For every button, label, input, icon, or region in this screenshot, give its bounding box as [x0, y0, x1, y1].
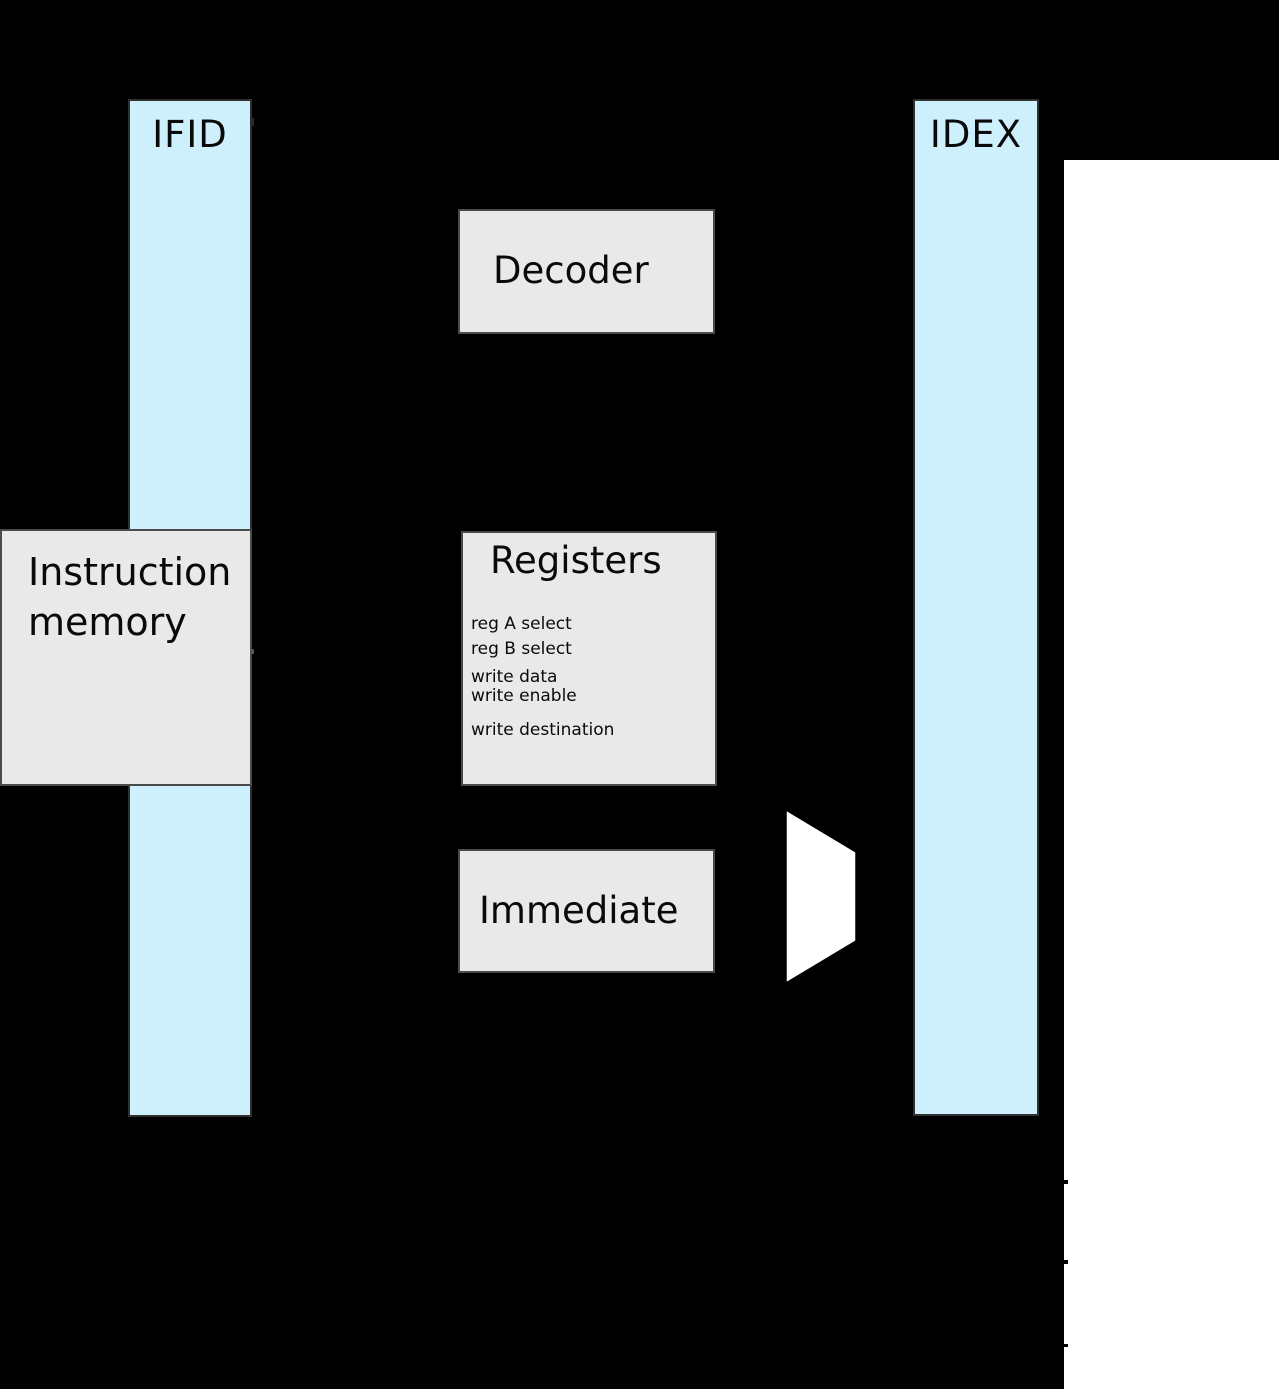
registers-port-reg-a-select: reg A select [471, 614, 572, 634]
wire-stub-panel-middle [1064, 1260, 1068, 1264]
wire-stub-instruction-memory-edge [250, 649, 254, 654]
registers-port-write-enable: write enable [471, 686, 577, 706]
registers-block: Registers reg A select reg B select writ… [461, 531, 717, 786]
registers-title: Registers [490, 539, 662, 582]
idex-pipeline-register-bar: IDEX [913, 99, 1039, 1116]
ifid-label: IFID [152, 113, 228, 156]
wire-stub-panel-top [1064, 1180, 1068, 1184]
wire-stub-ifid-edge [250, 118, 254, 126]
registers-port-write-data: write data [471, 667, 558, 687]
registers-port-reg-b-select: reg B select [471, 639, 572, 659]
mux-trapezoid-icon [785, 808, 857, 985]
decoder-label: Decoder [493, 249, 649, 293]
idex-label: IDEX [929, 113, 1023, 156]
registers-port-write-destination: write destination [471, 720, 615, 740]
right-white-panel [1064, 160, 1279, 1389]
immediate-block: Immediate [458, 849, 715, 973]
immediate-label: Immediate [479, 888, 679, 932]
instruction-memory-block: Instruction memory [0, 529, 252, 786]
decoder-block: Decoder [458, 209, 715, 334]
wire-stub-panel-bottom [1064, 1344, 1068, 1347]
instruction-memory-label: Instruction memory [28, 550, 232, 645]
